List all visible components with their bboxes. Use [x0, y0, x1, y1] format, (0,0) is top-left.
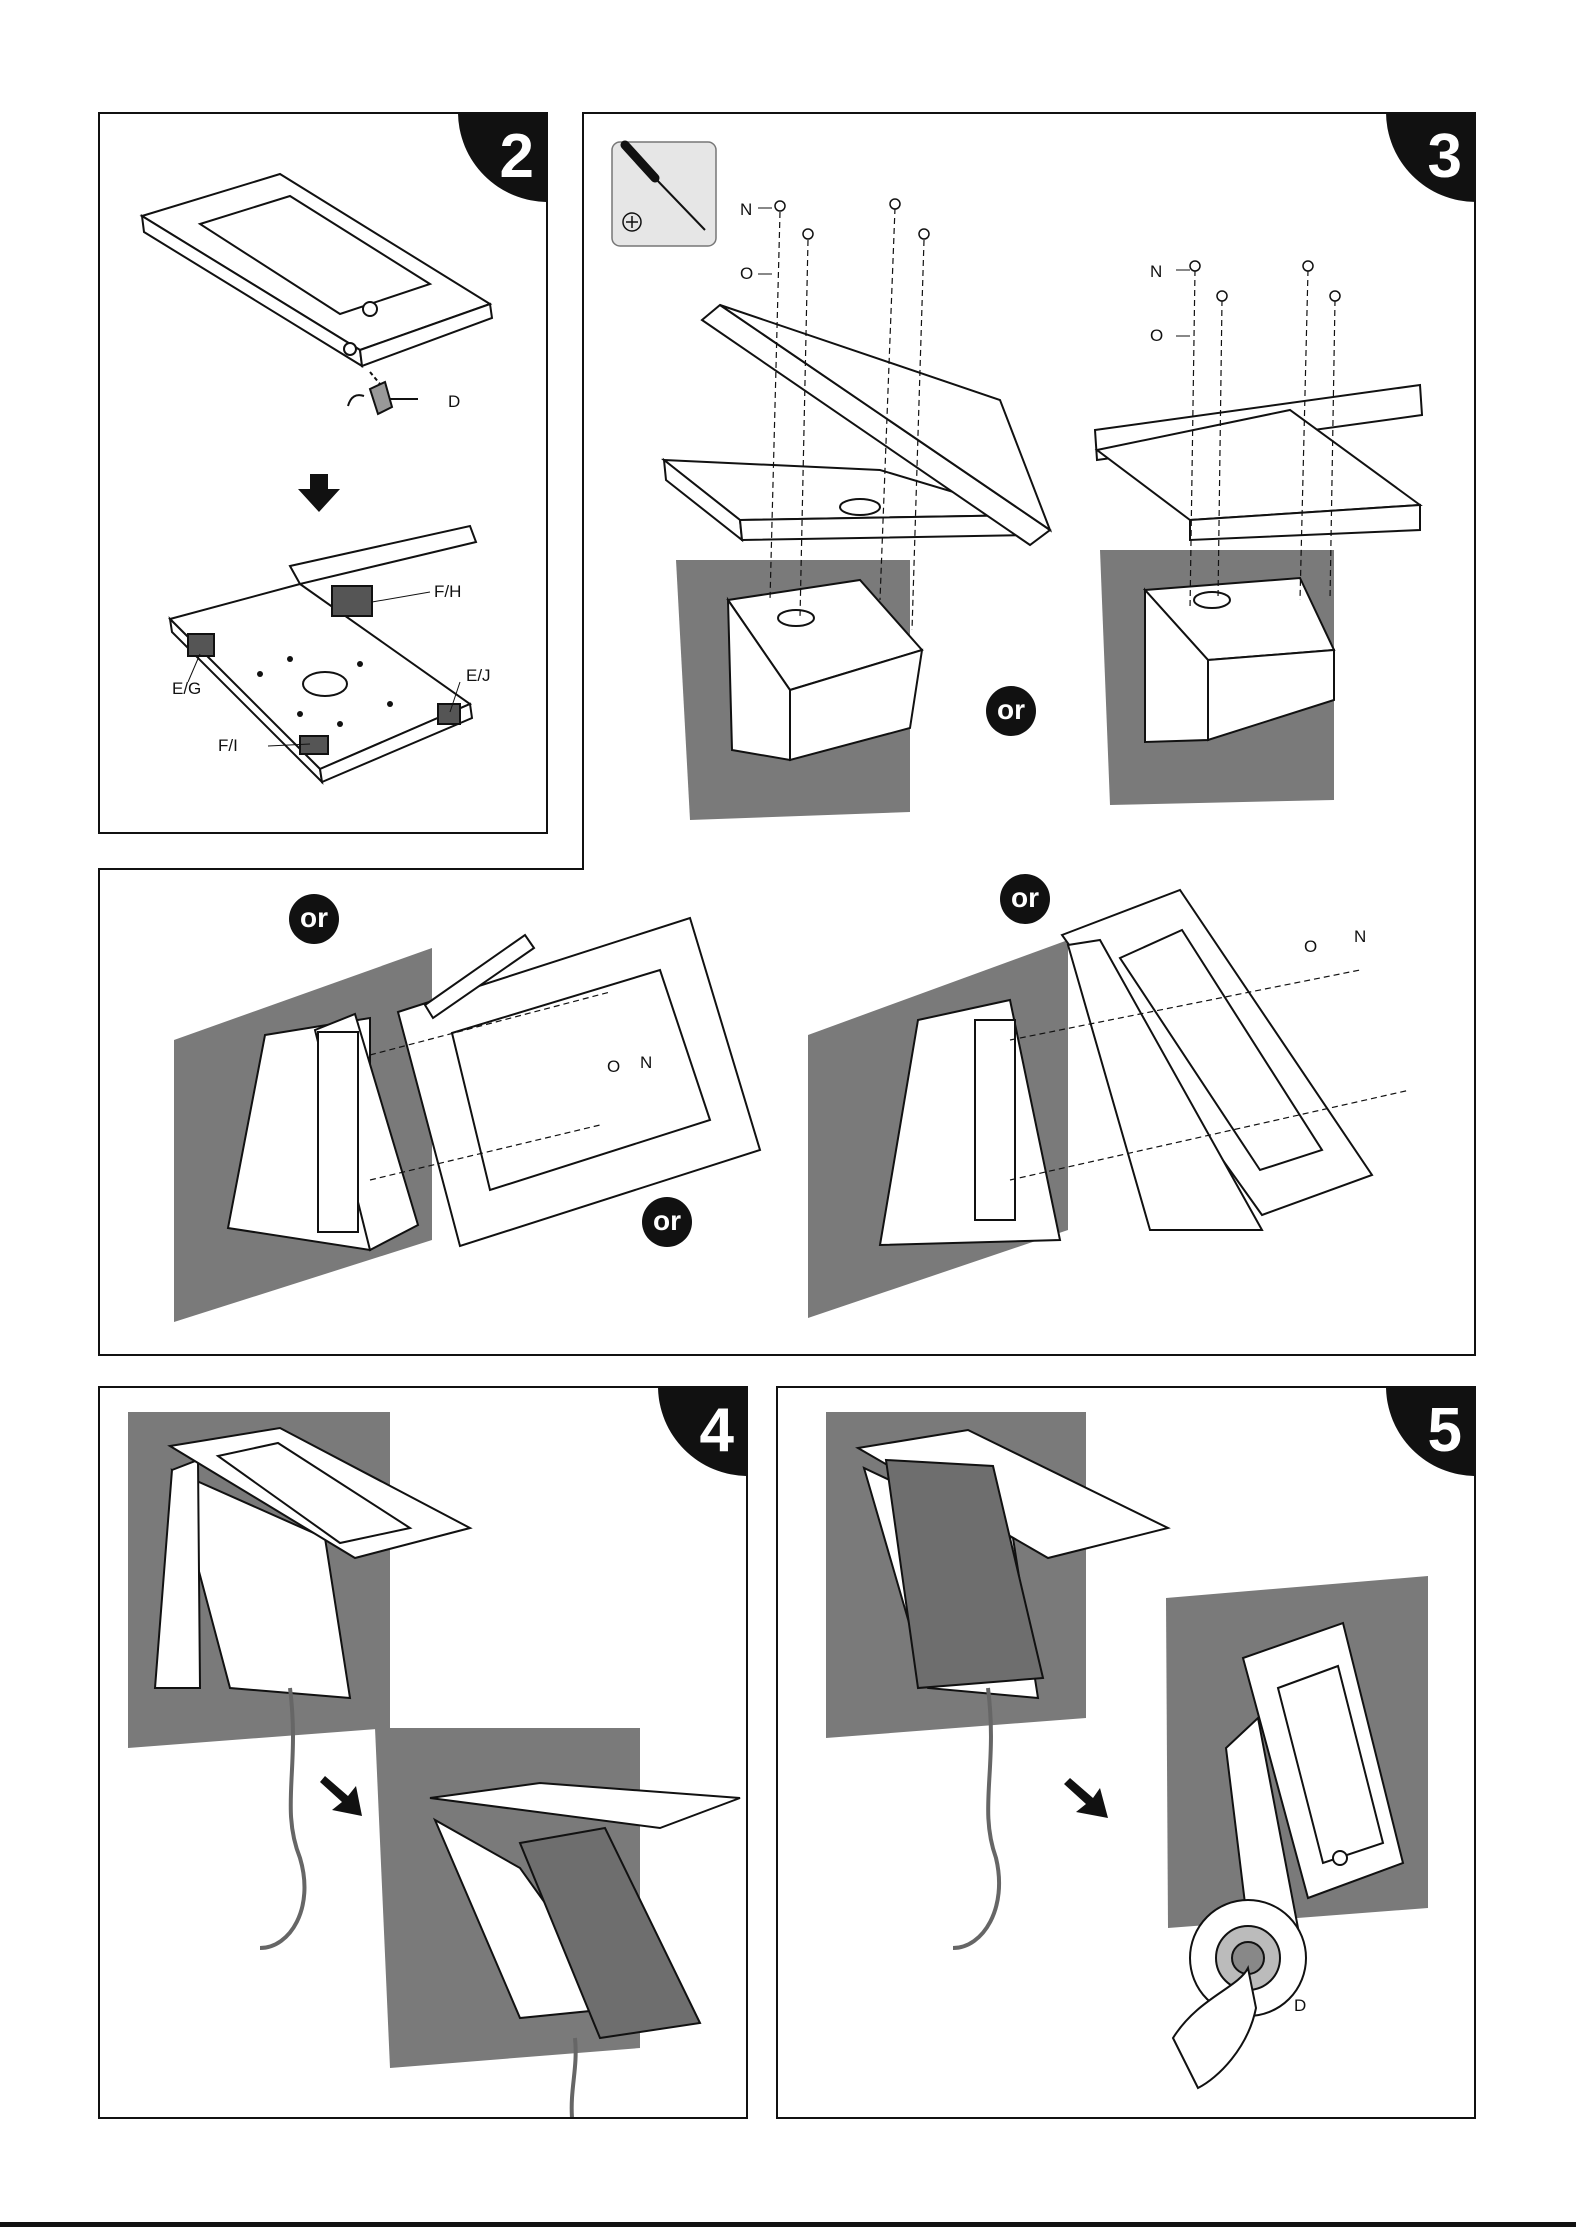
wall-middle-right	[808, 940, 1068, 1318]
step-3-frame-step	[98, 868, 584, 870]
label-n-step3-right: N	[1150, 262, 1162, 282]
label-n-middle-left: N	[640, 1053, 652, 1073]
step-5-panel: 5 D	[776, 1386, 1476, 2119]
label-ej: E/J	[466, 666, 491, 686]
wedge-bracket-middle-right	[880, 1000, 1060, 1245]
step-4-illustration	[100, 1388, 748, 2119]
step-2-panel: 2	[98, 112, 548, 834]
label-n-step3-left: N	[740, 200, 752, 220]
label-o-step3-right: O	[1150, 326, 1163, 346]
screw-guides	[770, 208, 1335, 630]
step-number-3: 3	[1386, 112, 1476, 202]
label-o-middle-right: O	[1304, 937, 1317, 957]
label-n-middle-right: N	[1354, 927, 1366, 947]
base-plate-left	[664, 460, 1032, 540]
tablet-frame	[142, 174, 492, 366]
down-arrow-icon	[298, 474, 340, 512]
label-fh: F/H	[434, 582, 461, 602]
middle-screw-guides	[370, 970, 1410, 1180]
base-plate-right	[1095, 385, 1422, 540]
step-3-frame-bottom	[98, 1354, 1476, 1356]
opened-case	[170, 526, 476, 782]
or-badge-middle-left-bottom: or	[642, 1197, 692, 1247]
label-eg: E/G	[172, 679, 201, 699]
label-d-step5: D	[1294, 1996, 1306, 2016]
or-badge-middle-left-top: or	[289, 894, 339, 944]
screw-icons	[775, 199, 1340, 301]
bracket-right	[1145, 578, 1334, 742]
page-bottom-rule	[0, 2222, 1576, 2227]
lock-zoom-circle	[1173, 1900, 1306, 2088]
or-badge-step3: or	[986, 686, 1036, 736]
step-3-frame-left2	[98, 868, 100, 1356]
arrow-icon	[320, 1776, 362, 1816]
label-fi: F/I	[218, 736, 238, 756]
label-d: D	[448, 392, 460, 412]
step-4-panel: 4	[98, 1386, 748, 2119]
or-badge-middle-right-top: or	[1000, 874, 1050, 924]
step-3-frame-left	[582, 112, 584, 870]
bracket-left	[728, 580, 922, 760]
wall-right-step3	[1100, 550, 1334, 805]
label-o-middle-left: O	[607, 1057, 620, 1077]
step-3-frame-right	[1474, 112, 1476, 1356]
frame-middle-right	[1062, 890, 1372, 1230]
wall-left-step3	[676, 560, 910, 820]
key-icon	[348, 372, 418, 414]
label-o-step3-left: O	[740, 264, 753, 284]
arrow-icon	[1064, 1778, 1108, 1818]
step-2-illustration	[100, 114, 548, 834]
step-3-frame-outline	[582, 112, 1476, 114]
screwdriver-icon	[612, 142, 716, 246]
step-5-illustration	[778, 1388, 1476, 2119]
wedge-bracket-middle-left	[228, 1014, 418, 1250]
wall-middle-left	[174, 948, 432, 1322]
frame-middle-left	[398, 918, 760, 1246]
frame-left-tilted	[702, 305, 1050, 545]
label-leaders	[758, 208, 1190, 336]
